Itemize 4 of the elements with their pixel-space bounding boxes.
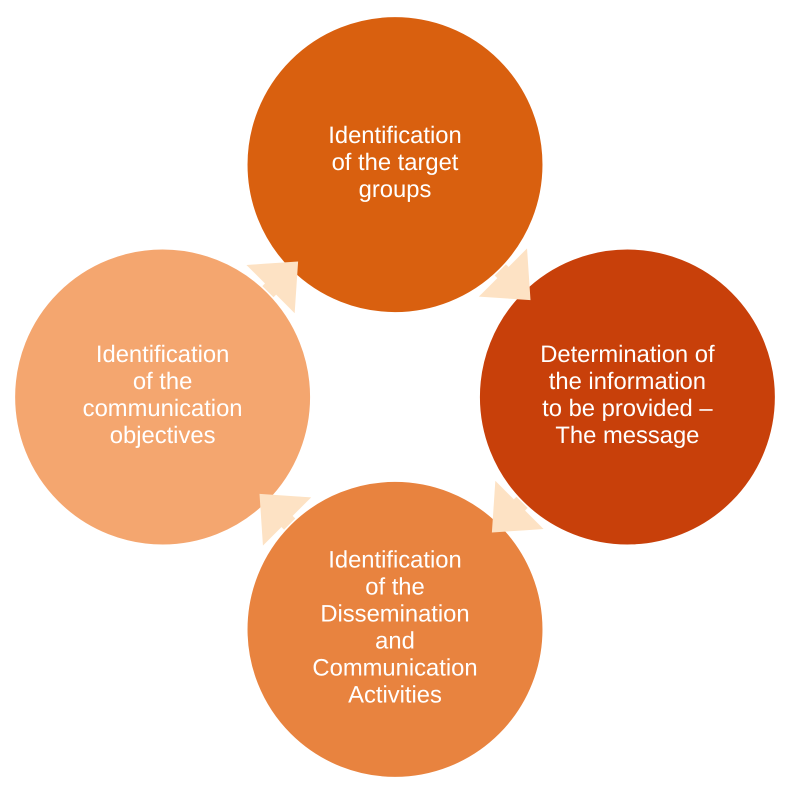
arrow bbox=[246, 262, 298, 314]
arrow bbox=[478, 248, 530, 300]
arrow bbox=[260, 494, 312, 546]
arrow bbox=[492, 480, 544, 532]
